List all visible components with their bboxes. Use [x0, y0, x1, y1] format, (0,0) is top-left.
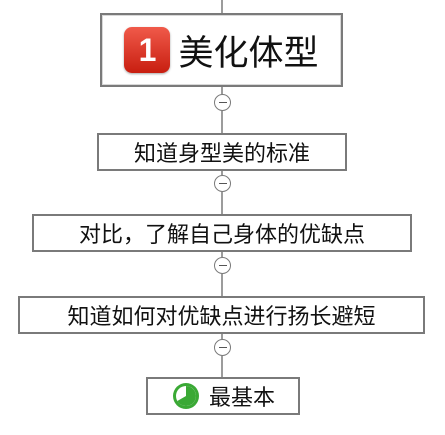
topic-body-standard[interactable]: 知道身型美的标准 [97, 133, 347, 171]
topic-label: 对比，了解自己身体的优缺点 [78, 223, 365, 248]
collapse-minus-icon[interactable] [214, 94, 231, 111]
topic-label: 知道如何对优缺点进行扬长避短 [67, 305, 376, 330]
progress-complete-icon [172, 383, 199, 409]
root-topic-label: 美化体型 [178, 33, 319, 74]
collapse-minus-icon[interactable] [214, 175, 231, 192]
topic-label: 知道身型美的标准 [133, 142, 310, 167]
priority-1-icon: 1 [124, 27, 171, 73]
collapse-minus-icon[interactable] [214, 257, 231, 274]
topic-label: 最基本 [208, 386, 275, 411]
topic-compare-strengths[interactable]: 对比，了解自己身体的优缺点 [32, 214, 412, 252]
collapse-minus-icon[interactable] [214, 339, 231, 356]
topic-improve-strengths[interactable]: 知道如何对优缺点进行扬长避短 [18, 296, 425, 334]
topic-basic[interactable]: 最基本 [146, 377, 300, 415]
root-topic[interactable]: 1 美化体型 [100, 13, 343, 87]
